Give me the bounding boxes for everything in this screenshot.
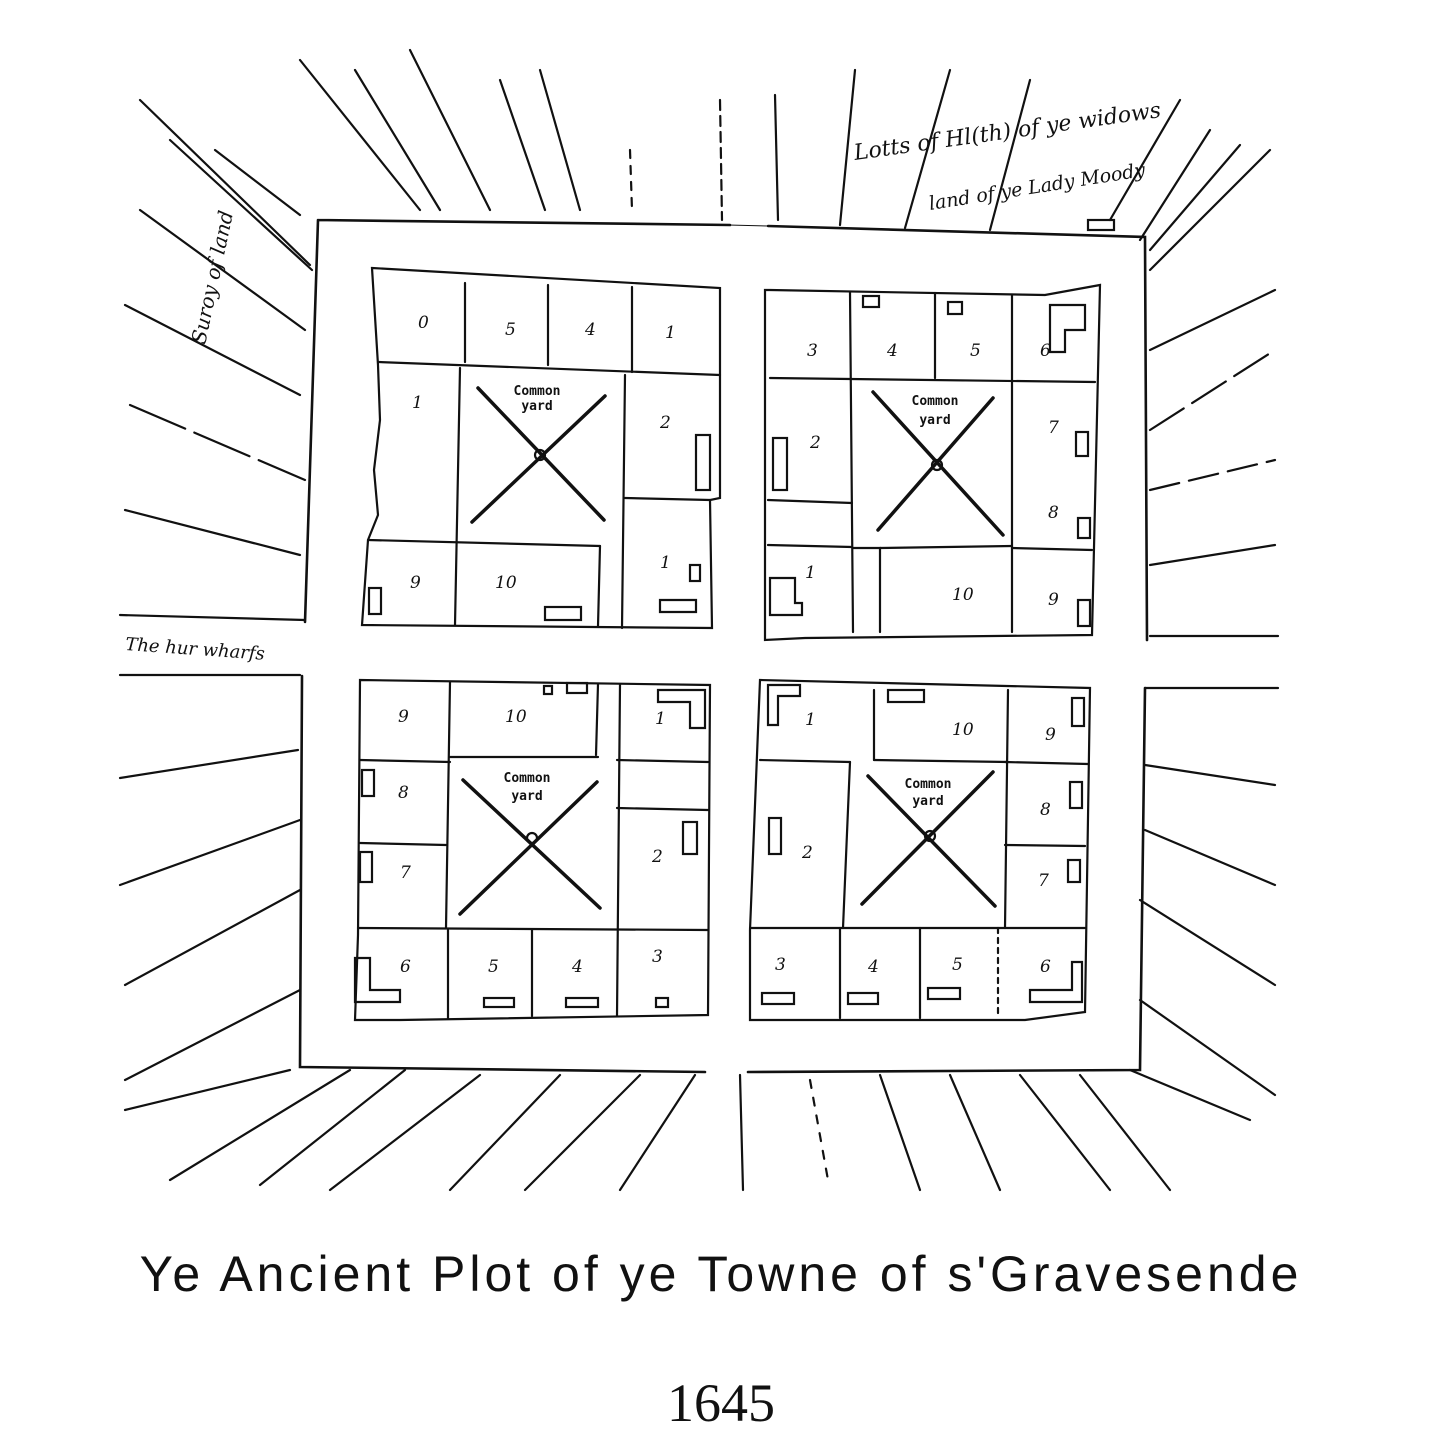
lot-number: 8 xyxy=(1040,800,1051,820)
lot-number: 1 xyxy=(805,710,816,730)
common-yard-labels: Common yard Common yard Common yard Comm… xyxy=(504,384,959,809)
lot-number: 10 xyxy=(505,707,527,727)
yard-label-se-1: Common xyxy=(905,777,952,792)
lot-number: 9 xyxy=(398,707,409,727)
lot-number: 9 xyxy=(1045,725,1056,745)
lot-number: 8 xyxy=(398,783,409,803)
town-plot-map: Common yard Common yard Common yard Comm… xyxy=(118,48,1280,1192)
block-southeast xyxy=(748,678,1092,1022)
lot-numbers-ne: 3 4 5 6 2 7 8 1 10 9 xyxy=(805,341,1059,610)
lot-numbers-sw: 9 10 1 8 2 7 6 5 4 3 xyxy=(398,707,666,977)
yard-label-ne-1: Common xyxy=(912,394,959,409)
yard-label-sw-1: Common xyxy=(504,771,551,786)
lot-number: 10 xyxy=(495,573,517,593)
lot-number: 4 xyxy=(571,957,583,977)
lot-number: 7 xyxy=(400,863,411,883)
lot-number: 1 xyxy=(805,563,816,583)
lot-number: 1 xyxy=(655,709,666,729)
annotation-survey-land: Suroy of land xyxy=(186,208,238,346)
lot-number: 10 xyxy=(952,720,974,740)
yard-label-sw-2: yard xyxy=(511,789,542,804)
lot-number: 5 xyxy=(952,955,963,975)
lot-number: 4 xyxy=(867,957,879,977)
lot-number: 3 xyxy=(652,947,663,967)
lot-number: 9 xyxy=(410,573,421,593)
lot-number: 6 xyxy=(1040,341,1051,361)
map-title: Ye Ancient Plot of ye Towne of s'Gravese… xyxy=(139,1246,1303,1302)
annotation-wharfs: The hur wharfs xyxy=(125,634,266,665)
lot-number: 4 xyxy=(584,320,596,340)
lot-number: 6 xyxy=(400,957,411,977)
yard-label-nw-2: yard xyxy=(521,399,552,414)
lot-number: 2 xyxy=(659,413,671,433)
lot-number: 10 xyxy=(952,585,974,605)
lot-number: 5 xyxy=(488,957,499,977)
lot-number: 5 xyxy=(970,341,981,361)
town-outer-boundary xyxy=(298,218,1149,1074)
annotation-lotts-widows: Lotts of Hl(th) of ye widows xyxy=(851,98,1162,166)
block-northwest xyxy=(360,266,722,630)
lot-number: 9 xyxy=(1048,590,1059,610)
lot-number: 3 xyxy=(807,341,818,361)
lot-number: 3 xyxy=(775,955,786,975)
lot-numbers-se: 1 10 9 2 8 7 3 4 5 6 xyxy=(775,710,1056,977)
map-title-container: Ye Ancient Plot of ye Towne of s'Gravese… xyxy=(0,1245,1442,1303)
lot-number: 1 xyxy=(660,553,671,573)
lot-number: 7 xyxy=(1038,871,1049,891)
lot-number: 4 xyxy=(886,341,898,361)
yard-label-se-2: yard xyxy=(912,794,943,809)
block-southwest xyxy=(353,678,712,1022)
common-yard-crosses xyxy=(458,386,1005,916)
annotation-lady-moody: land of ye Lady Moody xyxy=(927,159,1146,215)
block-northeast xyxy=(763,283,1102,642)
lot-number: 1 xyxy=(412,393,423,413)
lot-number: 5 xyxy=(505,320,516,340)
lot-number: 2 xyxy=(809,433,821,453)
lot-number: 6 xyxy=(1040,957,1051,977)
radiating-field-lines xyxy=(118,48,1280,1192)
lot-number: 2 xyxy=(801,843,813,863)
lot-numbers-nw: 0 5 4 1 2 1 10 9 1 xyxy=(410,313,676,593)
lot-number: 0 xyxy=(418,313,429,333)
map-year: 1645 xyxy=(667,1373,775,1433)
lot-number: 2 xyxy=(651,847,663,867)
small-building-mark xyxy=(1086,218,1116,232)
lot-number: 7 xyxy=(1048,418,1059,438)
yard-label-ne-2: yard xyxy=(919,413,950,428)
yard-label-nw-1: Common xyxy=(514,384,561,399)
lot-number: 1 xyxy=(665,323,676,343)
lot-number: 8 xyxy=(1048,503,1059,523)
